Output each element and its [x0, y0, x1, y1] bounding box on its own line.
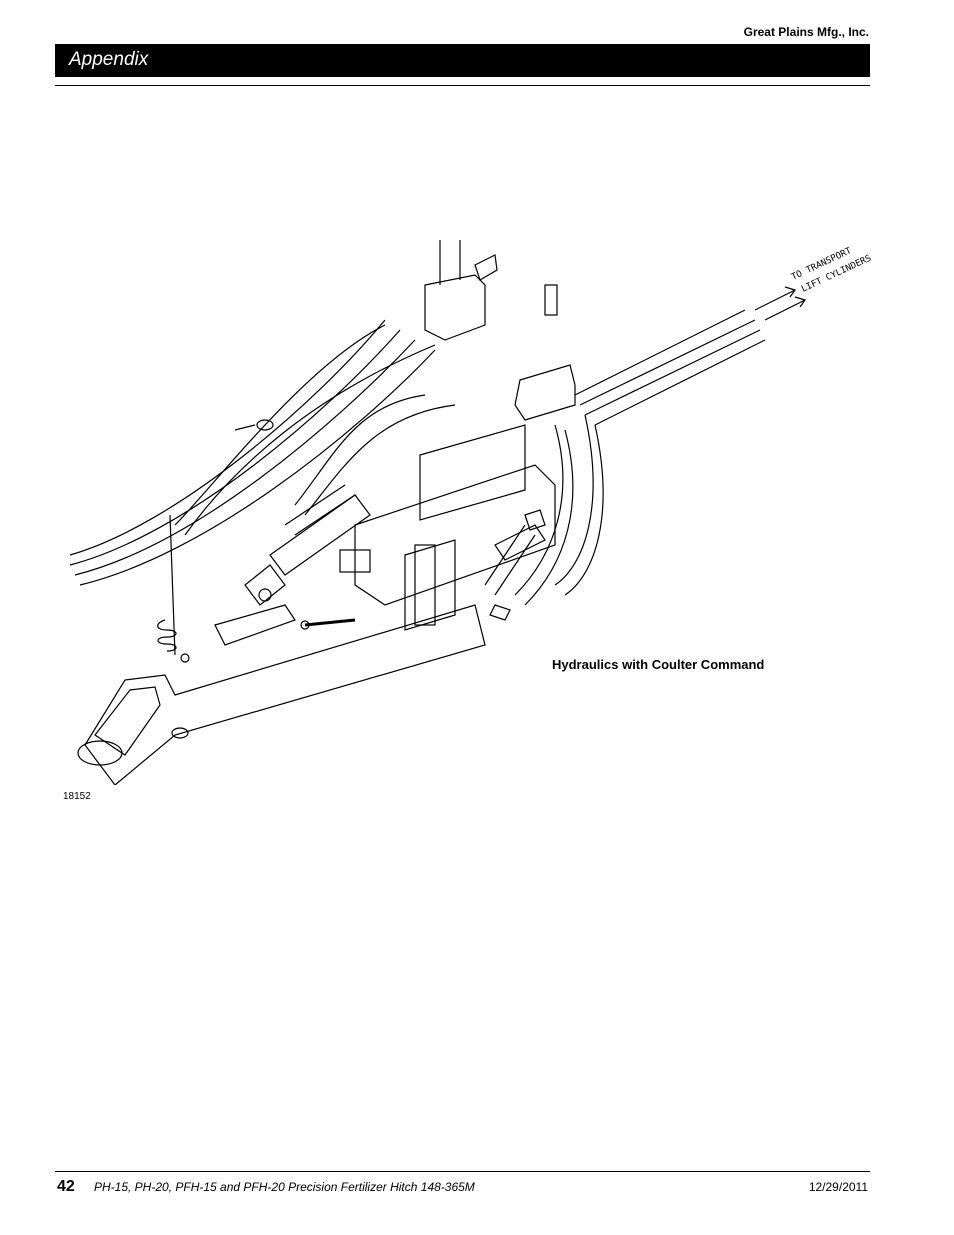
hitch-eye: [77, 740, 123, 766]
document-date: 12/29/2011: [808, 1180, 868, 1194]
hydraulics-drawing: TO TRANSPORT LIFT CYLINDERS: [69, 240, 873, 786]
valve-block-lower: [514, 364, 576, 421]
figure-number: 18152: [63, 791, 91, 802]
valve-block-upper: [424, 274, 486, 341]
section-title: Appendix: [69, 49, 149, 70]
company-name: Great Plains Mfg., Inc.: [743, 25, 869, 39]
hydraulics-diagram: TO TRANSPORT LIFT CYLINDERS: [55, 225, 875, 786]
coulter-cylinder: [494, 524, 546, 561]
clevis-plate: [94, 686, 161, 756]
document-title: PH-15, PH-20, PFH-15 and PFH-20 Precisio…: [94, 1180, 475, 1194]
header-rule: [55, 85, 870, 86]
hitch-tongue: [84, 604, 486, 786]
toolbar-block: [419, 424, 526, 521]
main-cylinder: [269, 494, 371, 576]
page-number: 42: [57, 1178, 75, 1195]
footer-rule: [55, 1171, 870, 1172]
figure-caption: Hydraulics with Coulter Command: [552, 657, 765, 672]
frame-box: [354, 464, 556, 606]
section-header-bar: Appendix: [55, 44, 870, 77]
hose-spring: [157, 619, 177, 652]
